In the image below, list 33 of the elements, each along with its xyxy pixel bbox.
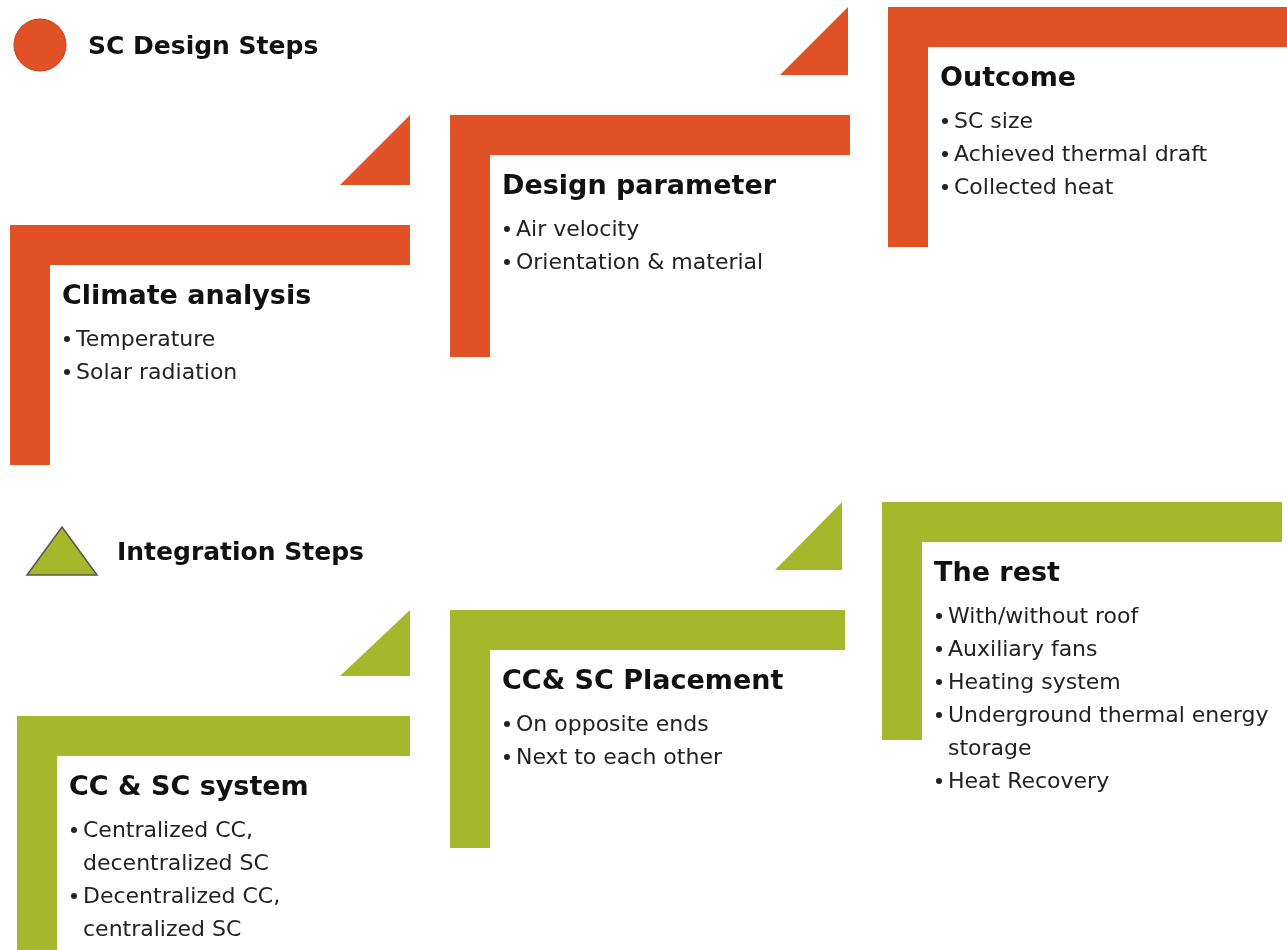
triangle-arrow	[780, 7, 848, 75]
bullet-item: Centralized CC, decentralized SC	[69, 813, 400, 879]
bullet-item: Achieved thermal draft	[940, 137, 1277, 170]
legend-label: SC Design Steps	[88, 30, 319, 60]
bullet-item: Underground thermal energy storage	[934, 698, 1272, 764]
bullet-item: SC size	[940, 104, 1277, 137]
bullet-item: Temperature	[62, 322, 400, 355]
step-heading: Climate analysis	[62, 279, 313, 310]
step-heading: CC & SC system	[69, 770, 310, 801]
step-heading: Outcome	[940, 61, 1078, 92]
triangle-arrow	[340, 610, 410, 676]
triangle-arrow	[340, 115, 410, 185]
bullet-item: Air velocity	[502, 212, 840, 245]
triangle-arrow	[775, 502, 842, 570]
bullet-item: Collected heat	[940, 170, 1277, 203]
bullet-item: Heating system	[934, 665, 1272, 698]
step-heading: CC& SC Placement	[502, 664, 785, 695]
bullet-item: Solar radiation	[62, 355, 400, 388]
bullet-item: With/without roof	[934, 599, 1272, 632]
bullet-item: Auxiliary fans	[934, 632, 1272, 665]
step-bracket	[17, 716, 410, 950]
bullet-item: On opposite ends	[502, 707, 835, 740]
bullet-item: Heat Recovery	[934, 764, 1272, 797]
step-bracket	[888, 7, 1287, 247]
step-bracket	[450, 610, 845, 848]
bullet-item: Next to each other	[502, 740, 835, 773]
bullet-item: Decentralized CC, centralized SC	[69, 879, 400, 945]
step-heading: The rest	[934, 556, 1061, 587]
step-bracket	[10, 225, 410, 465]
step-bracket	[450, 115, 850, 357]
step-heading: Design parameter	[502, 169, 778, 200]
bullet-item: Orientation & material	[502, 245, 840, 278]
legend-label: Integration Steps	[117, 536, 364, 566]
